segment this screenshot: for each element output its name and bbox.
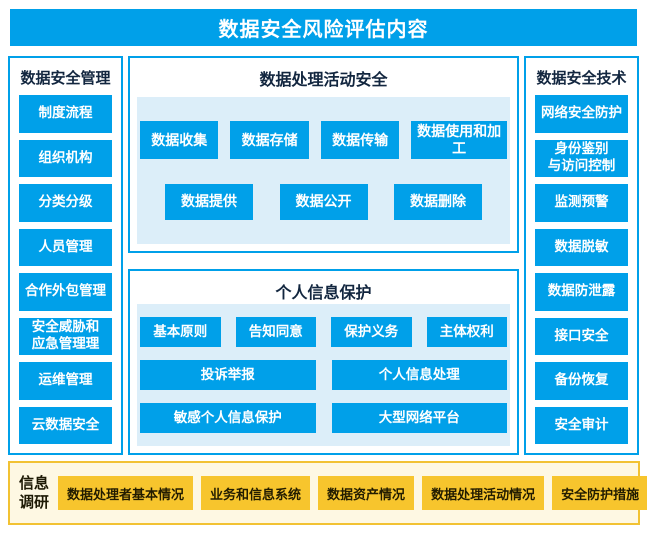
process-item: 数据传输	[320, 121, 400, 160]
personal-item: 告知同意	[235, 317, 316, 347]
personal-item: 个人信息处理	[331, 360, 507, 390]
panel-data-processing-activity-security: 数据处理活动安全 数据收集 数据存储 数据传输 数据使用和加工 数据提供 数据公…	[128, 56, 519, 253]
panel-title: 数据处理活动安全	[259, 72, 388, 89]
personal-row-2: 投诉举报 个人信息处理	[137, 360, 510, 390]
personal-item: 基本原则	[140, 317, 221, 347]
personal-item: 投诉举报	[140, 360, 316, 390]
process-item: 数据收集	[140, 121, 219, 160]
survey-item: 数据处理活动情况	[422, 476, 545, 510]
right-panel-item: 接口安全	[535, 317, 628, 355]
right-panel-item: 备份恢复	[535, 362, 628, 400]
right-panel-items: 网络安全防护 身份鉴别 与访问控制 监测预警 数据脱敏 数据防泄露 接口安全 备…	[535, 95, 628, 444]
left-panel-item: 组织机构	[19, 139, 112, 177]
right-panel-item: 数据脱敏	[535, 228, 628, 266]
personal-item: 保护义务	[331, 317, 412, 347]
left-panel-item: 分类分级	[19, 184, 112, 222]
process-item: 数据公开	[279, 183, 368, 220]
panel-title: 数据安全技术	[536, 70, 627, 87]
right-panel-item: 身份鉴别 与访问控制	[535, 139, 628, 177]
panel-information-survey: 信息 调研 数据处理者基本情况 业务和信息系统 数据资产情况 数据处理活动情况 …	[8, 461, 647, 525]
survey-title: 信息 调研	[19, 474, 50, 512]
panel-title: 个人信息保护	[275, 285, 372, 302]
survey-item: 数据处理者基本情况	[58, 476, 194, 510]
process-item: 数据删除	[394, 183, 482, 220]
left-panel-item: 人员管理	[19, 228, 112, 266]
personal-item: 大型网络平台	[331, 403, 507, 433]
process-row-2: 数据提供 数据公开 数据删除	[137, 183, 510, 220]
survey-item: 业务和信息系统	[201, 476, 311, 510]
left-panel-items: 制度流程 组织机构 分类分级 人员管理 合作外包管理 安全威胁和 应急管理理 运…	[19, 95, 112, 444]
process-row-1: 数据收集 数据存储 数据传输 数据使用和加工	[137, 121, 510, 160]
process-item: 数据提供	[165, 183, 253, 220]
process-item: 数据存储	[230, 121, 309, 160]
personal-panel-inner: 基本原则 告知同意 保护义务 主体权利 投诉举报 个人信息处理 敏感个人信息保护…	[137, 304, 510, 446]
survey-item: 安全防护措施	[552, 476, 647, 510]
left-panel-item: 制度流程	[19, 95, 112, 133]
personal-item: 敏感个人信息保护	[140, 403, 316, 433]
panel-data-security-technology: 数据安全技术 网络安全防护 身份鉴别 与访问控制 监测预警 数据脱敏 数据防泄露…	[524, 56, 639, 455]
banner-title: 数据安全风险评估内容	[10, 9, 637, 46]
left-panel-item: 安全威胁和 应急管理理	[19, 317, 112, 355]
right-panel-item: 监测预警	[535, 184, 628, 222]
personal-row-3: 敏感个人信息保护 大型网络平台	[137, 403, 510, 433]
left-panel-item: 运维管理	[19, 362, 112, 400]
right-panel-item: 安全审计	[535, 406, 628, 444]
left-panel-item: 合作外包管理	[19, 273, 112, 311]
process-item: 数据使用和加工	[411, 121, 507, 160]
personal-item: 主体权利	[426, 317, 507, 347]
panel-title: 数据安全管理	[20, 70, 111, 87]
personal-row-1: 基本原则 告知同意 保护义务 主体权利	[137, 317, 510, 347]
right-panel-item: 网络安全防护	[535, 95, 628, 133]
right-panel-item: 数据防泄露	[535, 273, 628, 311]
left-panel-item: 云数据安全	[19, 406, 112, 444]
survey-item: 数据资产情况	[318, 476, 415, 510]
panel-personal-information-protection: 个人信息保护 基本原则 告知同意 保护义务 主体权利 投诉举报 个人信息处理 敏…	[128, 269, 519, 455]
process-panel-inner: 数据收集 数据存储 数据传输 数据使用和加工 数据提供 数据公开 数据删除	[137, 97, 510, 244]
panel-data-security-management: 数据安全管理 制度流程 组织机构 分类分级 人员管理 合作外包管理 安全威胁和 …	[8, 56, 123, 455]
